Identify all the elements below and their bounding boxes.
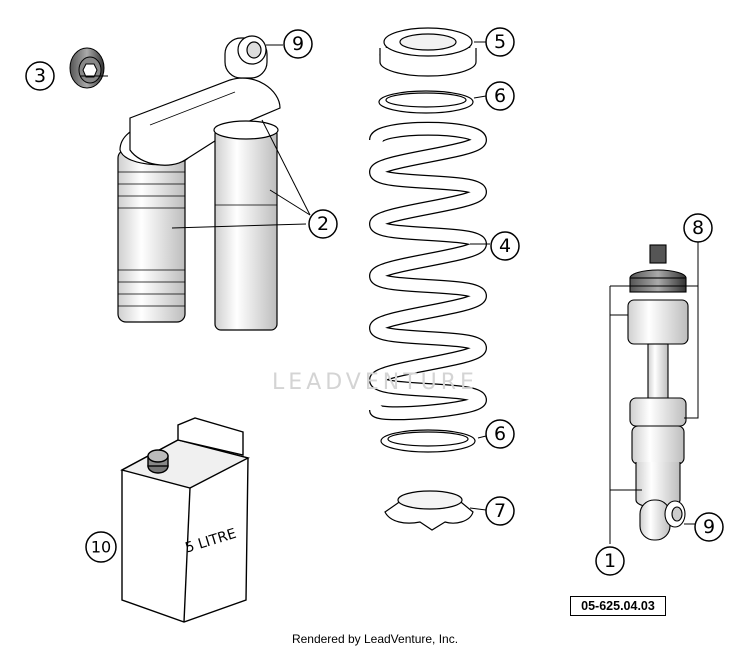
callout-9-right-label: 9 [703,516,715,538]
callout-7: 7 [485,496,515,526]
callout-6-lower: 6 [485,419,515,449]
callout-5: 5 [485,27,515,57]
watermark: LEADVENTURE [272,370,478,395]
preload-ring-nut [379,27,477,77]
callout-8-label: 8 [692,217,704,239]
coil-spring [368,121,488,421]
callout-2: 2 [308,209,338,239]
callout-8: 8 [683,213,713,243]
callout-10: 10 [85,531,117,563]
callout-5-label: 5 [494,31,506,53]
spacer-ring-upper [378,90,474,114]
callout-10-label: 10 [91,538,111,557]
callout-2-label: 2 [317,213,329,235]
footer-credit: Rendered by LeadVenture, Inc. [291,632,459,646]
adjuster-knob-part [69,47,105,89]
diagram-reference-code: 05-625.04.03 [570,596,666,616]
callout-3-label: 3 [34,65,46,87]
damper-unit [627,244,689,541]
shock-reservoir-assembly [117,35,281,331]
leader-lines [80,41,699,544]
callout-6-lower-label: 6 [494,423,506,445]
callout-9-top-label: 9 [292,33,304,55]
spacer-ring-lower [380,429,476,453]
callout-9-right: 9 [694,512,724,542]
spring-retainer [384,490,474,531]
callout-1-label: 1 [604,550,616,572]
callout-3: 3 [25,61,55,91]
callout-7-label: 7 [494,500,506,522]
oil-canister [120,417,250,623]
callout-9-top: 9 [283,29,313,59]
callout-6-upper-label: 6 [494,85,506,107]
callout-4-label: 4 [499,235,511,257]
callout-1: 1 [595,546,625,576]
callout-6-upper: 6 [485,81,515,111]
callout-4: 4 [490,231,520,261]
